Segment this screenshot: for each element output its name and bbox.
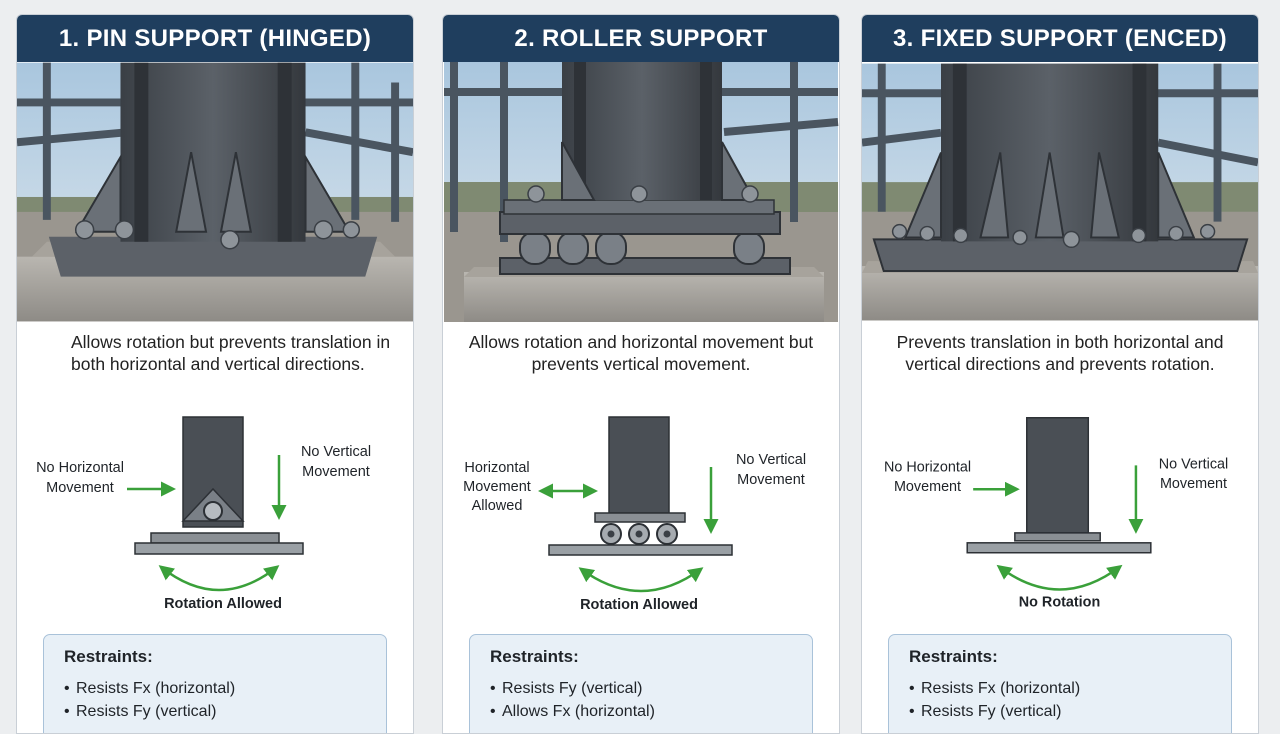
left-label-line: No Horizontal: [36, 460, 124, 476]
left-label-line: Allowed: [472, 498, 523, 514]
panel-description: Allows rotation but prevents translation…: [71, 332, 391, 374]
restraints-title: Restraints:: [64, 647, 153, 666]
restraint-item: Resists Fy (vertical): [490, 677, 792, 700]
rotation-label: Rotation Allowed: [580, 597, 698, 613]
restraints-title: Restraints:: [909, 647, 998, 666]
rotation-arc-icon: [578, 567, 704, 593]
roller-support-panel: 2. ROLLER SUPPORT Allows rotation and ho…: [442, 14, 840, 734]
panel-title: 2. ROLLER SUPPORT: [443, 15, 839, 62]
left-label-line: No Horizontal: [884, 459, 971, 475]
restraint-item: Resists Fy (vertical): [64, 700, 366, 723]
pin-support-photo: [17, 62, 413, 322]
panel-title: 1. PIN SUPPORT (HINGED): [17, 15, 413, 62]
rotation-arc-icon: [158, 565, 280, 592]
pin-support-diagram: No Horizontal Movement No Vertical Movem…: [36, 416, 371, 612]
right-label-line: No Vertical: [736, 452, 806, 468]
restraint-item: Allows Fx (horizontal): [490, 700, 792, 723]
restraint-item: Resists Fy (vertical): [909, 700, 1211, 723]
left-label-line: Movement: [463, 479, 531, 495]
rotation-arc-icon: [996, 564, 1123, 591]
restraint-item: Resists Fx (horizontal): [64, 677, 366, 700]
fixed-support-photo: [862, 63, 1258, 321]
right-label-line: Movement: [1160, 476, 1227, 492]
restraints-title: Restraints:: [490, 647, 579, 666]
right-label-line: Movement: [302, 464, 370, 480]
restraints-box: Restraints: Resists Fx (horizontal) Resi…: [888, 634, 1232, 733]
pin-support-panel: 1. PIN SUPPORT (HINGED) Allows rotation …: [16, 14, 414, 734]
roller-support-photo: [444, 62, 839, 322]
left-label-line: Movement: [894, 479, 961, 495]
column-shape: [1026, 417, 1090, 534]
pin-icon: [203, 501, 223, 521]
restraints-box: Restraints: Resists Fx (horizontal) Resi…: [43, 634, 387, 733]
right-label-line: Movement: [737, 472, 805, 488]
restraint-item: Resists Fx (horizontal): [909, 677, 1211, 700]
panel-description: Prevents translation in both horizontal …: [896, 332, 1224, 374]
left-label-line: Horizontal: [464, 460, 529, 476]
right-label-line: No Vertical: [1159, 456, 1229, 472]
left-label-line: Movement: [46, 480, 114, 496]
panel-description: Allows rotation and horizontal movement …: [468, 332, 814, 374]
rotation-label: Rotation Allowed: [164, 596, 282, 612]
panel-title: 3. FIXED SUPPORT (ENCED): [862, 15, 1258, 62]
fixed-support-diagram: No Horizontal Movement No Vertical Movem…: [884, 417, 1229, 610]
right-label-line: No Vertical: [301, 444, 371, 460]
rotation-label: No Rotation: [1019, 594, 1100, 610]
column-shape: [608, 416, 670, 514]
fixed-support-panel: 3. FIXED SUPPORT (ENCED) Prevents transl…: [861, 14, 1259, 734]
roller-support-diagram: Horizontal Movement Allowed No Vertical …: [463, 416, 806, 613]
restraints-box: Restraints: Resists Fy (vertical) Allows…: [469, 634, 813, 733]
